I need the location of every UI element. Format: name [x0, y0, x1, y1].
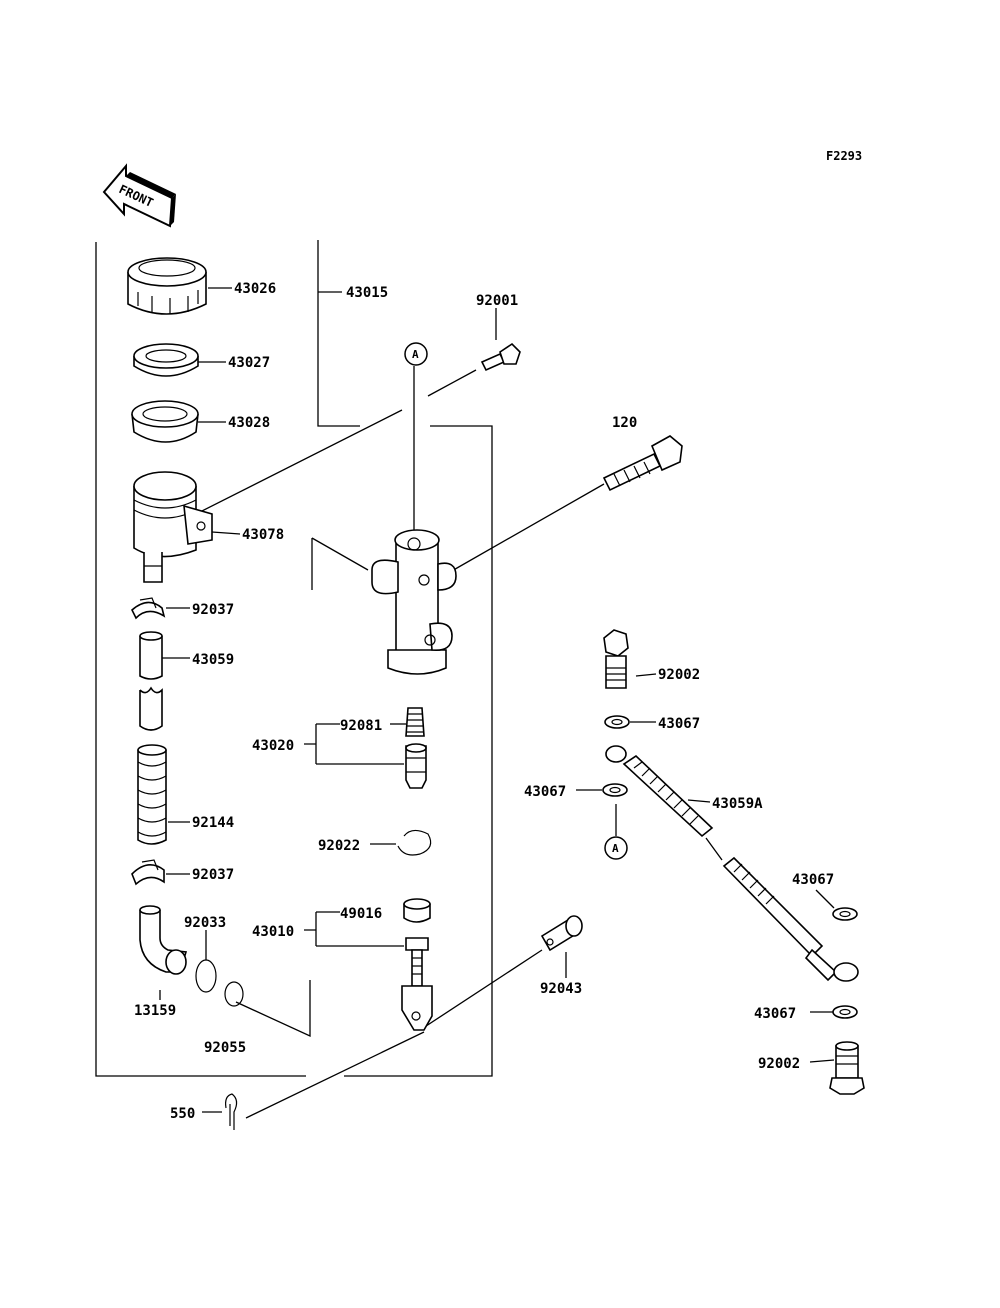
label-92081: 92081 — [340, 718, 382, 734]
label-92055: 92055 — [204, 1040, 246, 1056]
assembly-frame — [95, 240, 493, 1077]
label-92037-top: 92037 — [192, 602, 234, 618]
circlip-large-icon — [397, 829, 432, 856]
label-92037-bottom: 92037 — [192, 867, 234, 883]
washer-c-icon — [832, 907, 858, 921]
diaphragm-icon — [131, 400, 199, 443]
leader-lines — [159, 287, 835, 1119]
push-rod-icon — [401, 937, 433, 1031]
label-43015: 43015 — [346, 285, 388, 301]
washer-a-icon — [604, 715, 630, 729]
hose-joint-icon — [139, 905, 188, 975]
label-92002-bottom: 92002 — [758, 1056, 800, 1072]
spring-icon — [405, 707, 425, 737]
reference-marker-bottom: A — [604, 836, 628, 860]
reservoir-icon — [133, 471, 213, 583]
hose-middle-icon — [139, 686, 163, 731]
svg-text:A: A — [412, 348, 419, 361]
washer-b-icon — [602, 783, 628, 797]
figure-code: F2293 — [826, 149, 862, 163]
o-ring-icon — [224, 981, 244, 1007]
label-92001: 92001 — [476, 293, 518, 309]
part-labels: 43026 43015 92001 43027 43028 120 43078 … — [134, 281, 834, 1122]
label-13159: 13159 — [134, 1003, 176, 1019]
hose-clamp-top-icon — [131, 597, 166, 620]
label-43067-a: 43067 — [658, 716, 700, 732]
master-cylinder-body-icon — [371, 529, 457, 675]
front-arrow-icon: FRONT — [102, 163, 176, 228]
bolt-long-icon — [602, 435, 683, 492]
label-43067-d: 43067 — [754, 1006, 796, 1022]
label-43078: 43078 — [242, 527, 284, 543]
label-550: 550 — [170, 1106, 195, 1122]
label-120: 120 — [612, 415, 637, 431]
label-43067-c: 43067 — [792, 872, 834, 888]
piston-icon — [405, 743, 427, 789]
label-49016: 49016 — [340, 906, 382, 922]
label-43020: 43020 — [252, 738, 294, 754]
boot-icon — [403, 898, 431, 923]
banjo-bolt-top-icon — [603, 629, 629, 689]
hose-upper-icon — [139, 631, 163, 680]
svg-text:A: A — [612, 842, 619, 855]
label-92144: 92144 — [192, 815, 234, 831]
label-43067-b: 43067 — [524, 784, 566, 800]
label-43027: 43027 — [228, 355, 270, 371]
label-43010: 43010 — [252, 924, 294, 940]
label-92033: 92033 — [184, 915, 226, 931]
label-43026: 43026 — [234, 281, 276, 297]
bolt-small-icon — [480, 342, 521, 372]
hose-protector-icon — [137, 744, 167, 845]
hose-clamp-bottom-icon — [131, 859, 165, 886]
label-43028: 43028 — [228, 415, 270, 431]
washer-d-icon — [832, 1005, 858, 1019]
circlip-icon — [195, 959, 217, 993]
label-92002-top: 92002 — [658, 667, 700, 683]
reference-marker-top: A — [404, 342, 428, 366]
label-92043: 92043 — [540, 981, 582, 997]
label-43059A: 43059A — [712, 796, 763, 812]
label-43059: 43059 — [192, 652, 234, 668]
clevis-pin-icon — [540, 915, 583, 952]
label-92022: 92022 — [318, 838, 360, 854]
cotter-pin-icon — [225, 1093, 238, 1130]
banjo-bolt-bottom-icon — [829, 1041, 865, 1095]
reservoir-cap-icon — [127, 257, 207, 315]
diaphragm-plate-icon — [133, 343, 199, 377]
brake-hose-icon — [605, 745, 859, 982]
